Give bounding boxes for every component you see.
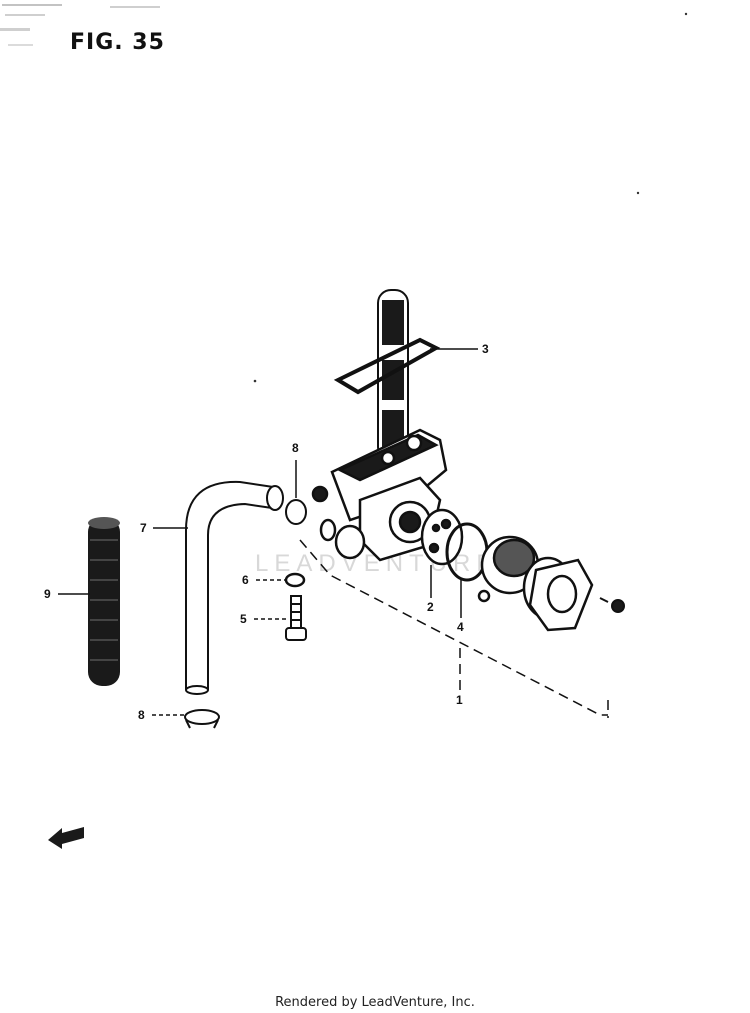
part-9-hose bbox=[88, 517, 120, 686]
callout-4: 4 bbox=[457, 620, 464, 634]
callout-1: 1 bbox=[456, 693, 463, 707]
part-5-bolt bbox=[285, 595, 307, 641]
part-8-clamp-upper bbox=[285, 499, 307, 525]
front-arrow-icon bbox=[48, 827, 84, 849]
footer-credit: Rendered by LeadVenture, Inc. bbox=[275, 995, 475, 1010]
part-8-clamp-lower bbox=[184, 709, 220, 729]
scan-noise bbox=[0, 4, 160, 46]
callout-3: 3 bbox=[482, 342, 489, 356]
callout-8-upper: 8 bbox=[292, 441, 299, 455]
callout-2: 2 bbox=[427, 600, 434, 614]
fuel-cock-body bbox=[311, 428, 448, 562]
part-3-strainer bbox=[333, 289, 441, 461]
callout-6: 6 bbox=[242, 573, 249, 587]
part-6-washer bbox=[284, 572, 306, 588]
figure-title: FIG. 35 bbox=[70, 30, 165, 55]
callout-5: 5 bbox=[240, 612, 247, 626]
scan-specks bbox=[253, 12, 688, 383]
part-7-fuel-hose bbox=[185, 480, 284, 695]
valve-flange bbox=[522, 556, 594, 632]
callout-8-lower: 8 bbox=[138, 708, 145, 722]
leader-1-assembly bbox=[299, 539, 609, 718]
callout-7: 7 bbox=[140, 521, 147, 535]
part-2-diaphragm bbox=[420, 508, 464, 566]
callout-9: 9 bbox=[44, 587, 51, 601]
screw-small bbox=[599, 597, 625, 613]
